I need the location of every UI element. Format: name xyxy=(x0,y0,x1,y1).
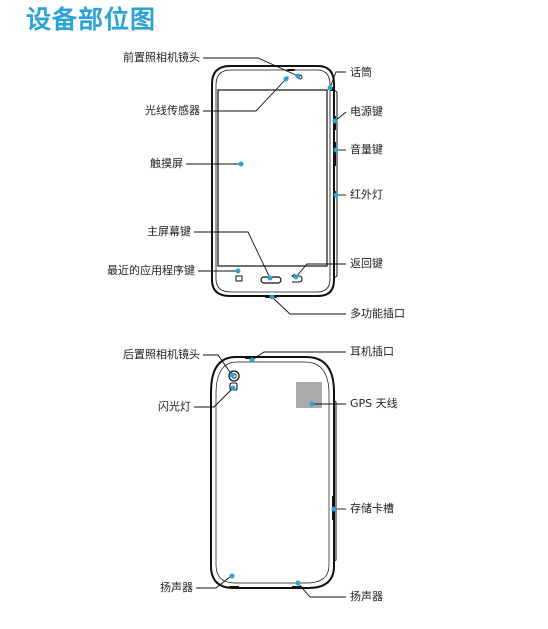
back-device-body xyxy=(210,356,335,589)
front-side-edge xyxy=(333,89,338,279)
leader-back-key xyxy=(295,263,346,278)
microphone-hole xyxy=(287,69,295,71)
label-gps-antenna: GPS 天线 xyxy=(350,397,398,410)
back-side-edge xyxy=(332,399,337,563)
leader-dot-multipurpose-jack xyxy=(269,294,275,300)
leader-dot-power-key xyxy=(332,118,338,124)
label-memory-card-slot: 存储卡槽 xyxy=(350,502,394,515)
leader-dot-light-sensor xyxy=(283,76,289,82)
leader-dot-touchscreen xyxy=(238,161,244,167)
label-volume-key: 音量键 xyxy=(350,143,383,156)
leader-headset-jack xyxy=(251,351,346,361)
front-device-inner-edge xyxy=(215,69,331,293)
leader-dot-recent-apps xyxy=(235,268,241,274)
leader-dot-speaker-left xyxy=(229,573,235,579)
label-touchscreen: 触摸屏 xyxy=(150,157,183,170)
label-recent-apps-key: 最近的应用程序键 xyxy=(107,264,195,277)
front-screen xyxy=(217,89,328,267)
leader-multipurpose-jack xyxy=(272,297,346,315)
leader-dot-front-camera xyxy=(295,73,301,79)
leader-speaker-right xyxy=(297,582,346,598)
leader-home-key xyxy=(194,231,271,279)
label-speaker-right: 扬声器 xyxy=(350,590,383,603)
speaker-right-shape xyxy=(292,586,302,588)
leader-rear-camera xyxy=(203,354,233,376)
label-flash: 闪光灯 xyxy=(158,400,191,413)
leader-dot-rear-camera xyxy=(229,372,235,378)
label-multipurpose-jack: 多功能插口 xyxy=(350,307,405,320)
leader-dot-home-key xyxy=(267,275,273,281)
leader-dot-back-key xyxy=(293,274,299,280)
volume-key-shape xyxy=(333,142,336,166)
leader-dot-flash xyxy=(230,385,236,391)
leader-dot-headset-jack xyxy=(249,357,255,363)
label-ir-led: 红外灯 xyxy=(350,188,383,201)
leader-dot-ir-led xyxy=(333,192,339,198)
page-title: 设备部位图 xyxy=(26,5,157,34)
leader-dot-memory-card-slot xyxy=(331,506,337,512)
front-view xyxy=(186,57,347,315)
leader-dot-volume-key xyxy=(333,147,339,153)
leader-dot-microphone xyxy=(327,85,333,91)
leader-front-camera xyxy=(203,57,299,77)
recent-apps-icon xyxy=(235,275,243,282)
label-headset-jack: 耳机插口 xyxy=(350,345,394,358)
leader-flash xyxy=(194,387,234,408)
label-back-key: 返回键 xyxy=(350,257,383,270)
label-power-key: 电源键 xyxy=(350,105,383,118)
label-microphone: 话筒 xyxy=(350,66,372,79)
label-rear-camera: 后置照相机镜头 xyxy=(123,348,200,361)
back-device-inner-edge xyxy=(215,361,330,584)
speaker-left-shape xyxy=(229,586,239,588)
label-speaker-left: 扬声器 xyxy=(160,581,193,594)
leader-light-sensor xyxy=(203,78,287,112)
back-view xyxy=(194,351,346,598)
leader-microphone xyxy=(329,71,346,89)
leader-dot-speaker-right xyxy=(295,580,301,586)
label-front-camera: 前置照相机镜头 xyxy=(123,51,200,64)
label-light-sensor: 光线传感器 xyxy=(145,104,200,117)
label-home-key: 主屏幕键 xyxy=(147,225,191,238)
leader-dot-gps-antenna xyxy=(309,401,315,407)
leader-speaker-left xyxy=(196,575,232,589)
